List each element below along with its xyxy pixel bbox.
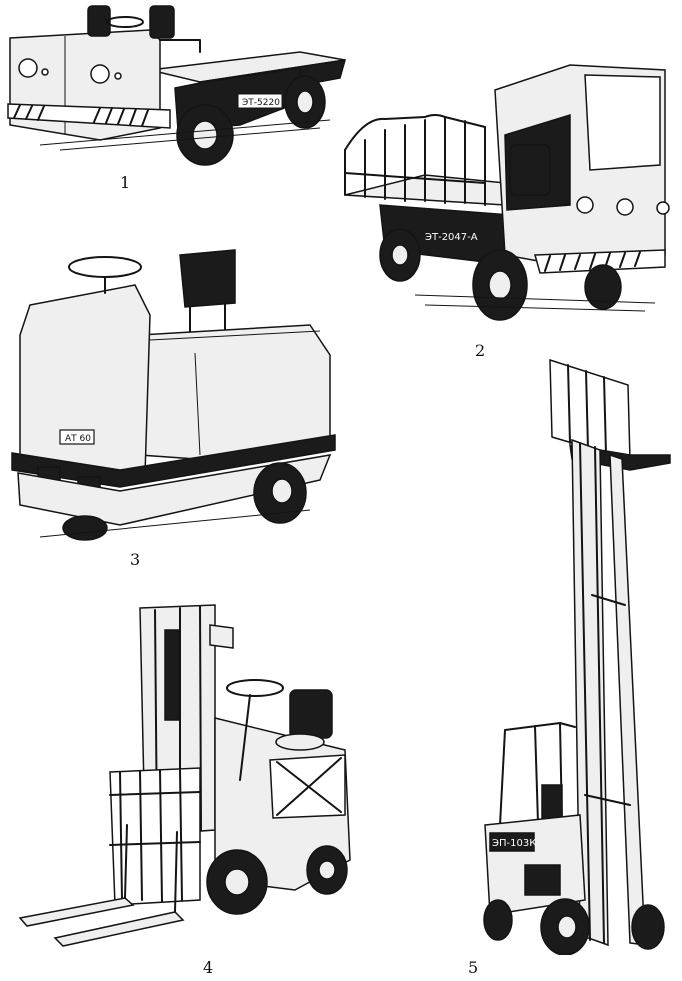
figure-2-drawing: ЭТ-2047-А	[344, 64, 670, 321]
figure-1-drawing: ЭТ-5220	[7, 5, 347, 166]
figure-1-number: 1	[120, 173, 131, 192]
figure-1-platform-truck: ЭТ-5220 1	[0, 0, 350, 191]
figure-2-cab-truck: ЭТ-2047-А 2	[335, 55, 680, 359]
figure-2-hazard-stripes	[534, 249, 666, 274]
figure-4-forklift: 4	[15, 600, 360, 980]
figure-5-load-backrest	[549, 358, 631, 462]
figure-5-high-mast-forklift: ЭП-103К 5	[468, 355, 680, 980]
figure-3-drawing: АТ 60	[11, 249, 336, 541]
figure-3-number: 3	[130, 550, 141, 569]
figure-3-tow-tractor: АТ 60 3	[10, 245, 340, 575]
figure-4-number: 4	[203, 958, 214, 977]
figure-1-plate-text: ЭТ-5220	[242, 98, 280, 108]
figure-1-hazard-stripes	[7, 103, 171, 129]
figure-4-drawing	[18, 604, 351, 947]
figure-4-fork-carriage	[109, 767, 201, 906]
figure-2-number: 2	[475, 341, 486, 360]
figure-5-mast	[571, 438, 646, 947]
figure-5-number: 5	[468, 958, 479, 977]
figure-5-plate-text: ЭП-103К	[492, 838, 536, 849]
figure-3-plate-text: АТ 60	[65, 434, 91, 444]
figure-5-drawing: ЭП-103К	[483, 358, 671, 955]
figure-4-forks	[18, 824, 185, 947]
figure-2-plate-text: ЭТ-2047-А	[425, 232, 478, 243]
